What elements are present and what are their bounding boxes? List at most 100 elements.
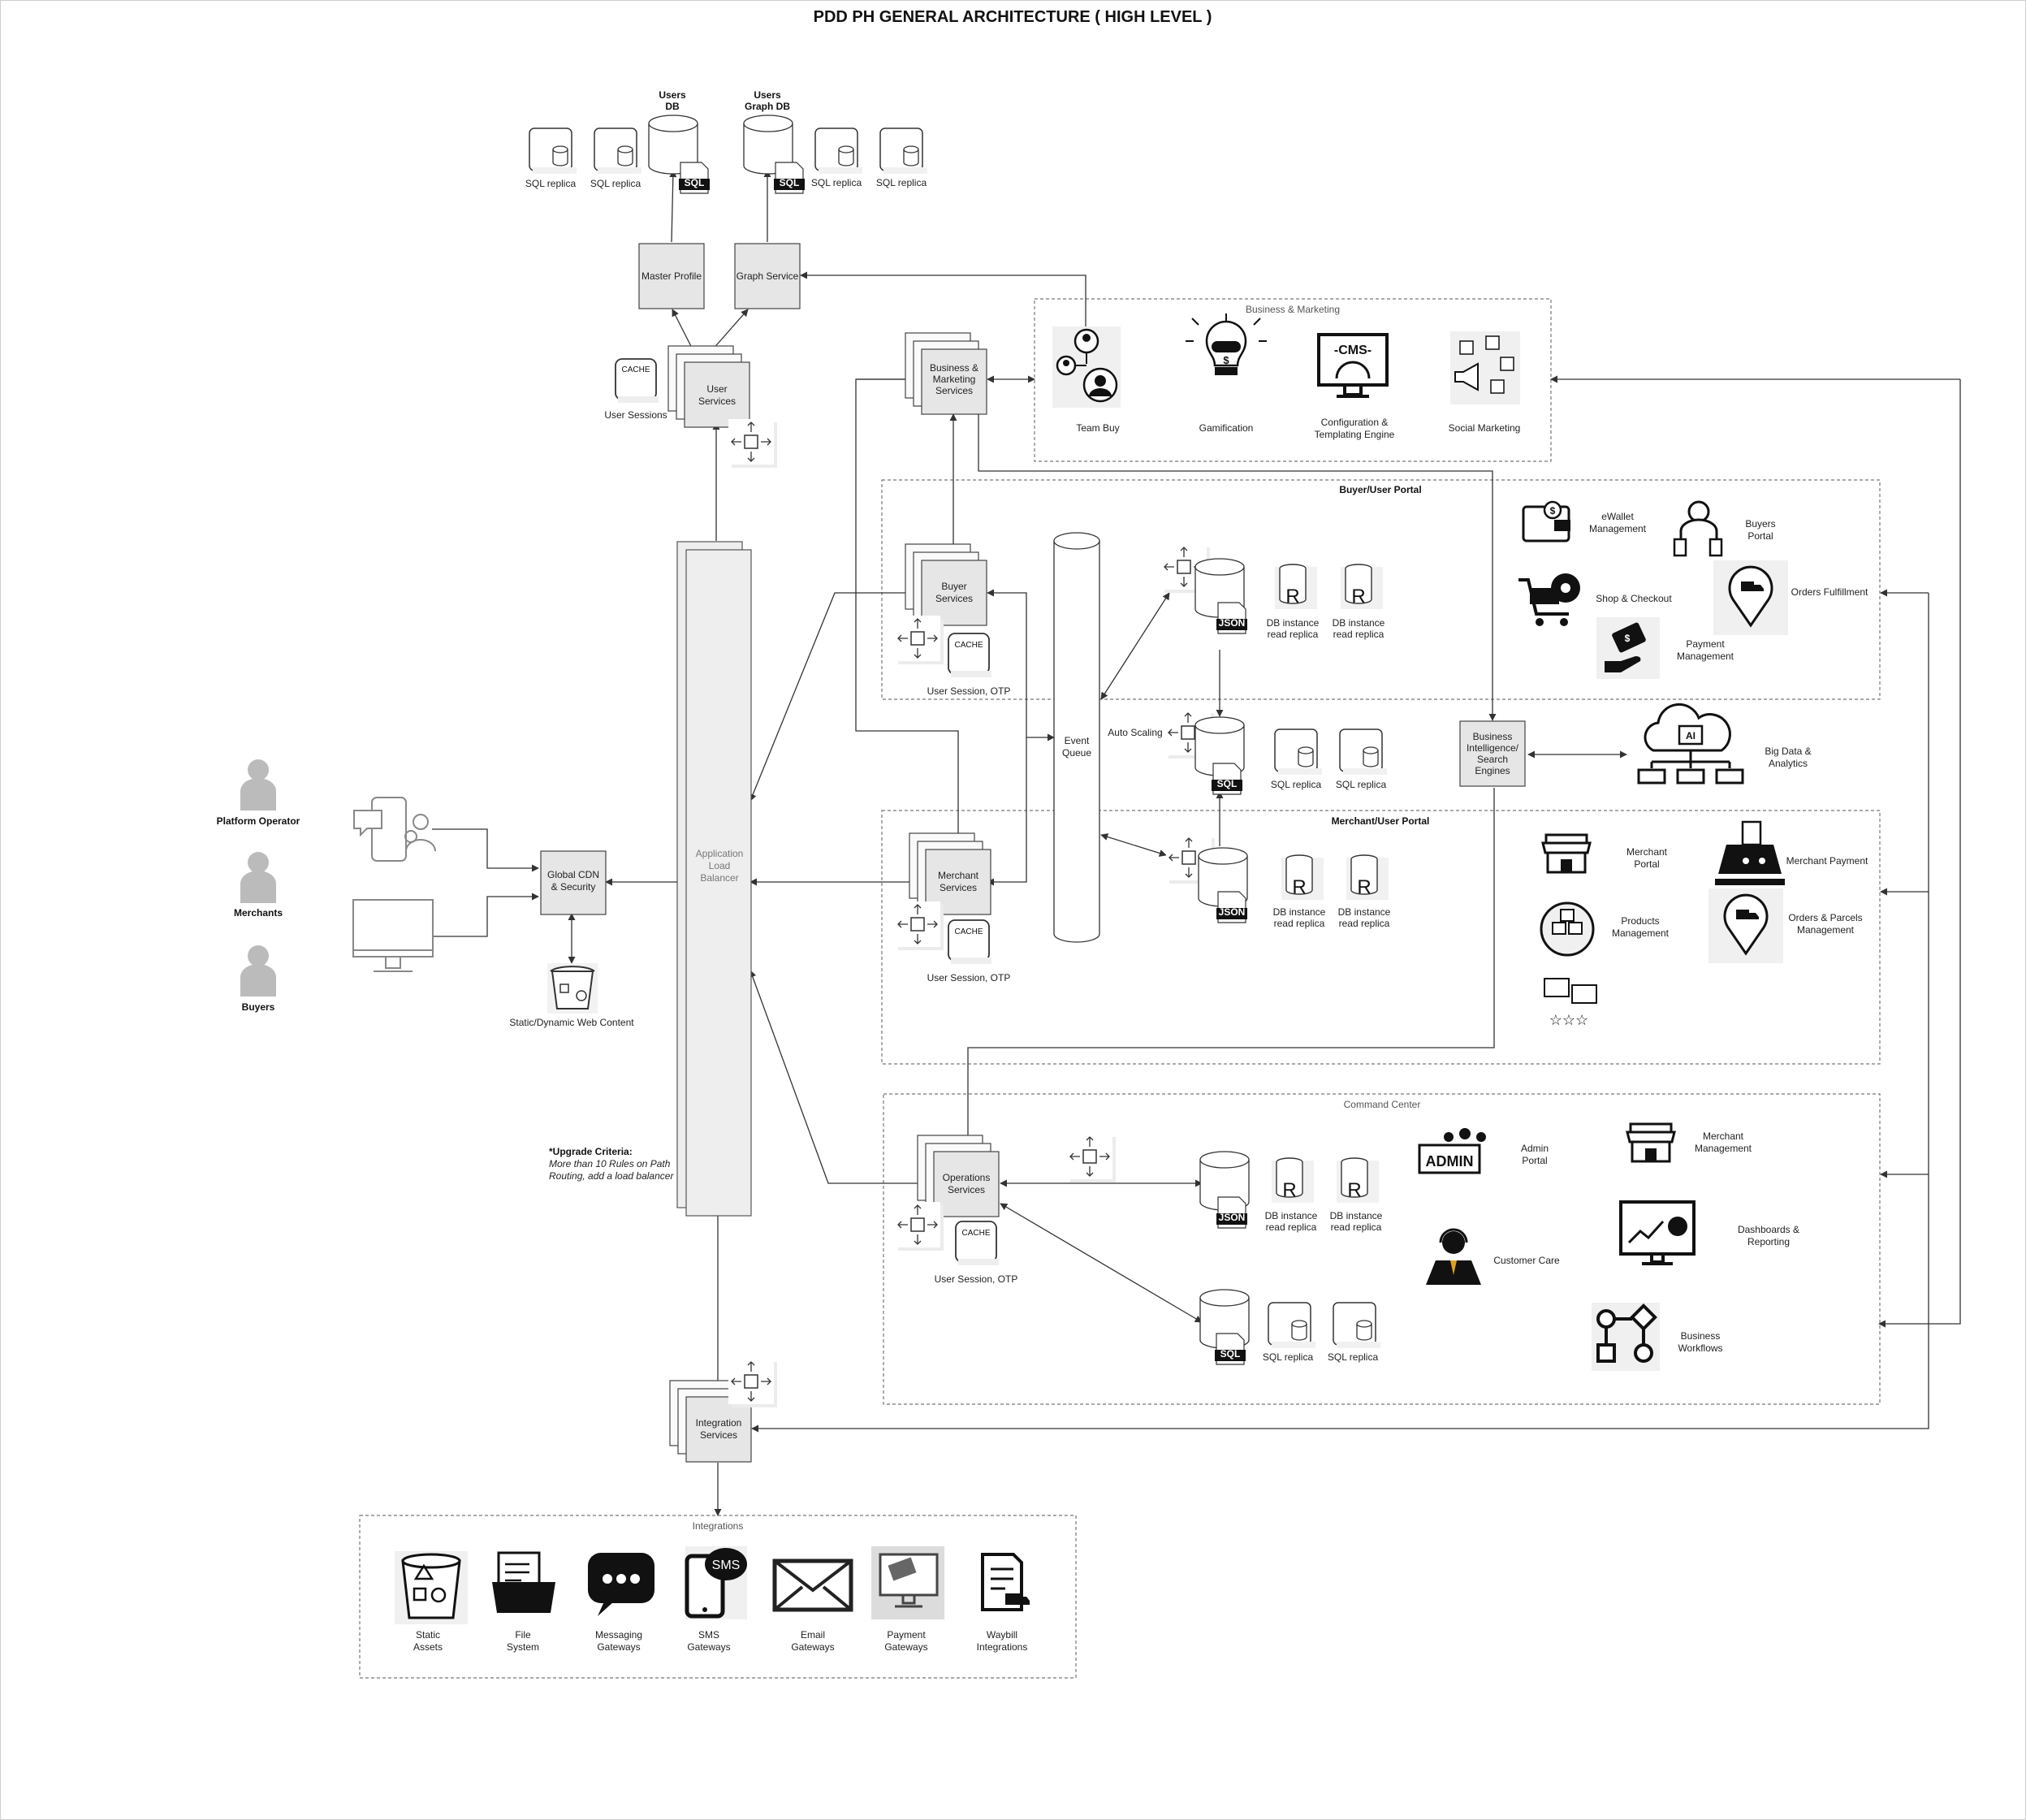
connections (432, 170, 1961, 1516)
autoscaling-icon (894, 901, 944, 951)
svg-text:Integrations: Integrations (977, 1641, 1028, 1653)
svg-text:JSON: JSON (1219, 1212, 1246, 1223)
auto-scaling-label: Auto Scaling (1108, 727, 1162, 738)
dashboard-icon: Dashboards & Reporting (1619, 1200, 1799, 1265)
svg-text:Services: Services (935, 385, 973, 396)
user-services[interactable]: User Services (667, 345, 750, 428)
svg-text:Services: Services (948, 1184, 985, 1195)
svg-text:Business: Business (1681, 1330, 1721, 1342)
event-queue[interactable]: Event Queue (1053, 532, 1100, 943)
merchant-session-cache: CACHE User Session, OTP (927, 919, 1010, 983)
svg-text:read replica: read replica (1274, 918, 1325, 929)
bucket-icon: Static Assets (395, 1551, 468, 1653)
workflow-icon: Business Workflows (1592, 1303, 1723, 1371)
svg-text:Merchants: Merchants (234, 907, 283, 919)
svg-text:Event: Event (1065, 735, 1090, 746)
actor-platform-operator: Platform Operator (217, 759, 300, 827)
svg-text:DB instance: DB instance (1338, 906, 1391, 918)
svg-text:Gateways: Gateways (597, 1641, 640, 1653)
svg-text:Analytics: Analytics (1769, 758, 1808, 769)
operations-services[interactable]: Operations Services (917, 1135, 1000, 1217)
autoscaling-icon (728, 1358, 778, 1408)
svg-text:-CMS-: -CMS- (1334, 344, 1372, 357)
svg-text:Queue: Queue (1062, 747, 1091, 759)
svg-text:read replica: read replica (1266, 1221, 1317, 1233)
autoscaling-icon (728, 418, 778, 469)
autoscaling-icon (894, 615, 944, 665)
svg-text:Auto Scaling: Auto Scaling (1108, 727, 1162, 738)
graph-service[interactable]: Graph Service (734, 243, 801, 309)
support-agent-icon: Customer Care (1426, 1228, 1560, 1285)
svg-text:Balancer: Balancer (700, 872, 738, 884)
svg-text:Master Profile: Master Profile (641, 270, 702, 282)
svg-text:Workflows: Workflows (1678, 1342, 1722, 1354)
svg-text:SQL: SQL (780, 177, 800, 188)
svg-text:ADMIN: ADMIN (1426, 1153, 1474, 1169)
business-intelligence-search[interactable]: Business Intelligence/ Search Engines (1459, 720, 1526, 787)
svg-text:Users: Users (754, 89, 781, 101)
application-load-balancer[interactable]: Application Load Balancer (676, 541, 752, 1217)
actor-buyers: Buyers (240, 945, 276, 1013)
svg-text:Search: Search (1477, 754, 1508, 765)
svg-text:User Session, OTP: User Session, OTP (935, 1273, 1018, 1285)
svg-text:Marketing: Marketing (933, 374, 976, 385)
svg-text:$: $ (1223, 354, 1229, 366)
svg-text:DB instance: DB instance (1273, 906, 1326, 918)
svg-text:Payment: Payment (887, 1629, 926, 1641)
svg-text:Integrations: Integrations (693, 1520, 744, 1532)
svg-text:Engines: Engines (1475, 765, 1510, 776)
integration-services[interactable]: Integration Services (669, 1380, 752, 1463)
svg-text:Management: Management (1612, 927, 1670, 939)
svg-text:Customer Care: Customer Care (1493, 1255, 1560, 1266)
master-profile-service[interactable]: Master Profile (638, 243, 705, 309)
svg-text:Command Center: Command Center (1344, 1099, 1421, 1110)
admin-icon: ADMIN Admin Portal (1418, 1128, 1549, 1174)
merchant-services[interactable]: Merchant Services (909, 832, 991, 915)
svg-text:Social Marketing: Social Marketing (1449, 422, 1521, 434)
store-icon: Merchant Management (1626, 1122, 1752, 1163)
folder-icon: File System (492, 1551, 555, 1653)
svg-text:Services: Services (935, 593, 973, 604)
static-web-content: Static/Dynamic Web Content (509, 963, 634, 1028)
svg-text:Messaging: Messaging (595, 1629, 642, 1641)
global-cdn-security[interactable]: Global CDN & Security (540, 850, 607, 915)
svg-text:SQL replica: SQL replica (876, 177, 927, 188)
merchant-portal-group: Merchant/User Portal (881, 810, 1881, 1065)
svg-text:Load: Load (709, 860, 731, 871)
svg-text:read replica: read replica (1331, 1221, 1382, 1233)
svg-text:Buyers: Buyers (1745, 518, 1775, 530)
svg-text:Users: Users (659, 89, 686, 101)
command-center-group: Command Center (883, 1093, 1881, 1405)
buyer-services[interactable]: Buyer Services (905, 543, 987, 626)
svg-text:CACHE: CACHE (961, 1229, 990, 1238)
business-marketing-services[interactable]: Business & Marketing Services (905, 332, 987, 415)
svg-text:Business: Business (1473, 731, 1513, 742)
svg-text:SQL: SQL (685, 177, 705, 188)
svg-text:Management: Management (1677, 651, 1734, 662)
svg-text:Templating Engine: Templating Engine (1315, 429, 1395, 440)
svg-text:Orders Fulfillment: Orders Fulfillment (1791, 586, 1868, 598)
svg-text:System: System (507, 1641, 539, 1653)
svg-text:Team Buy: Team Buy (1076, 422, 1119, 434)
upgrade-criteria-note: *Upgrade Criteria: More than 10 Rules on… (549, 1146, 674, 1182)
svg-text:Configuration &: Configuration & (1321, 417, 1389, 428)
mobile-chat-icon (353, 797, 436, 862)
svg-text:DB: DB (665, 101, 680, 112)
svg-text:Reporting: Reporting (1747, 1236, 1790, 1247)
svg-text:R: R (1285, 586, 1299, 607)
merchant-json-db: JSON (1198, 847, 1248, 923)
email-icon: Email Gateways (772, 1558, 853, 1653)
svg-text:Products: Products (1621, 915, 1659, 927)
db-read-replica: R DB instance read replica (1333, 564, 1385, 640)
svg-text:AI: AI (1686, 730, 1696, 741)
desktop-monitor-icon (352, 899, 434, 972)
payment-hand-icon: $ Payment Management (1596, 617, 1734, 679)
svg-text:Intelligence/: Intelligence/ (1467, 742, 1519, 754)
svg-text:Routing, add a load balancer: Routing, add a load balancer (549, 1170, 674, 1182)
gamification-icon: $ Gamification (1186, 313, 1267, 434)
shared-sql-db: SQL (1194, 716, 1245, 795)
boxes-icon: Products Management (1540, 901, 1670, 957)
buyer-icon: Buyers Portal (1673, 500, 1776, 557)
svg-text:Graph Service: Graph Service (737, 270, 799, 282)
sql-replica-1: SQL replica (525, 128, 577, 189)
